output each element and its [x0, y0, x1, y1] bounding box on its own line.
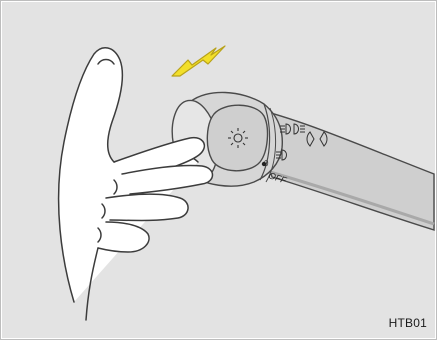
position-dot — [262, 162, 266, 166]
illustration: 0 OFF — [2, 2, 435, 338]
illustration-panel: 0 OFF — [2, 2, 435, 338]
figure-code: HTB01 — [389, 316, 427, 330]
hand-illustration — [59, 48, 213, 320]
switch-stalk — [166, 92, 434, 230]
direction-arrow-icon — [172, 46, 225, 76]
